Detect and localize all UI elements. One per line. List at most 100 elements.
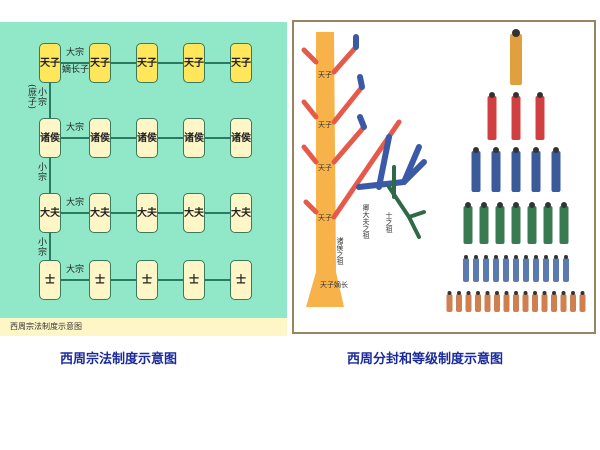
figure <box>484 294 491 312</box>
rank-box: 诸侯 <box>230 118 252 158</box>
xiaozong-label: 小宗 <box>38 238 48 258</box>
figure <box>513 258 519 282</box>
rank-box: 大夫 <box>89 193 111 233</box>
figure-head <box>457 291 461 295</box>
figure <box>531 151 541 192</box>
xiaozong-label: 小宗 <box>38 88 48 108</box>
figure-head <box>553 147 559 153</box>
rank-box: 诸侯 <box>89 118 111 158</box>
figure-head <box>580 291 585 295</box>
figure <box>543 206 553 244</box>
figure-head <box>497 202 503 208</box>
figure-head <box>533 147 539 153</box>
lineage-line <box>49 63 51 280</box>
left-caption: 西周宗法制度示意图 <box>60 352 178 367</box>
figure-head <box>493 147 499 153</box>
trunk-label: 天子 <box>318 71 332 79</box>
figure-head <box>513 92 519 98</box>
figure-head <box>473 147 479 153</box>
figure-head <box>494 255 498 259</box>
figure-head <box>542 291 547 295</box>
rank-box: 天子 <box>183 43 205 83</box>
rank-box: 天子 <box>39 43 61 83</box>
rank-box: 天子 <box>136 43 158 83</box>
figure <box>559 206 569 244</box>
figure <box>553 258 559 282</box>
figure-head <box>534 255 538 259</box>
figure-head <box>466 291 471 295</box>
rank-box: 士 <box>136 260 158 300</box>
shuzi-note: (庶子) <box>26 84 36 110</box>
rank-box: 士 <box>183 260 205 300</box>
figure-head <box>561 291 566 295</box>
figure <box>511 96 521 140</box>
trunk-label: 天子 <box>318 214 332 222</box>
figure-head <box>447 291 452 295</box>
rank-box: 士 <box>230 260 252 300</box>
figure <box>560 294 567 312</box>
figure-head <box>513 147 519 153</box>
eldest-son-label: 嫡长子 <box>62 65 90 75</box>
figure <box>533 258 539 282</box>
figure <box>494 294 500 312</box>
figure-head <box>544 255 548 259</box>
figure <box>523 258 529 282</box>
figure-head <box>476 291 480 295</box>
figure-head <box>529 202 535 208</box>
figure-head <box>485 291 490 295</box>
figure <box>579 294 586 312</box>
figure-head <box>552 291 556 295</box>
dazong-label: 大宗 <box>66 265 85 275</box>
branch-label: 诸侯之祖 <box>336 236 344 266</box>
figure <box>511 151 521 192</box>
figure-head <box>533 291 537 295</box>
figure <box>495 206 505 244</box>
rank-box: 天子 <box>89 43 111 83</box>
figure <box>510 34 522 85</box>
figure-head <box>571 291 575 295</box>
trunk-label: 天子 <box>318 121 332 129</box>
tree-and-pyramid: 天子 天子 天子 天子 天子嫡长 诸侯之祖 卿大夫之祖 士之祖 <box>301 29 586 312</box>
figure-head <box>513 202 519 208</box>
rank-box: 大夫 <box>39 193 61 233</box>
figure <box>471 151 481 192</box>
figure-head <box>465 202 471 208</box>
figure <box>511 206 521 244</box>
figure <box>551 294 557 312</box>
rank-box: 大夫 <box>136 193 158 233</box>
figure <box>551 151 561 192</box>
figure <box>541 294 548 312</box>
xiaozong-label: 小宗 <box>38 163 48 183</box>
figure <box>503 294 510 312</box>
rank-box: 诸侯 <box>136 118 158 158</box>
rank-box: 诸侯 <box>183 118 205 158</box>
figure-head <box>504 291 509 295</box>
figure <box>522 294 529 312</box>
figure-head <box>561 202 567 208</box>
figure-head <box>545 202 551 208</box>
figure <box>491 151 501 192</box>
figure <box>475 294 481 312</box>
rank-box: 大夫 <box>230 193 252 233</box>
figure-head <box>504 255 508 259</box>
figure-head <box>554 255 558 259</box>
figure <box>446 294 453 312</box>
figure-head <box>514 291 518 295</box>
figure <box>513 294 519 312</box>
figure-head <box>512 29 520 37</box>
rank-box: 诸侯 <box>39 118 61 158</box>
hierarchy-pyramid <box>446 29 586 312</box>
figure <box>570 294 576 312</box>
figure-head <box>474 255 478 259</box>
figure-head <box>489 92 495 98</box>
branch-label: 卿大夫之祖 <box>362 204 370 240</box>
figure <box>563 258 569 282</box>
figure-head <box>484 255 488 259</box>
dazong-label: 大宗 <box>66 198 85 208</box>
rank-box: 天子 <box>230 43 252 83</box>
figure <box>493 258 499 282</box>
figure <box>479 206 489 244</box>
figure <box>473 258 479 282</box>
right-caption: 西周分封和等级制度示意图 <box>347 352 504 367</box>
figure <box>483 258 489 282</box>
